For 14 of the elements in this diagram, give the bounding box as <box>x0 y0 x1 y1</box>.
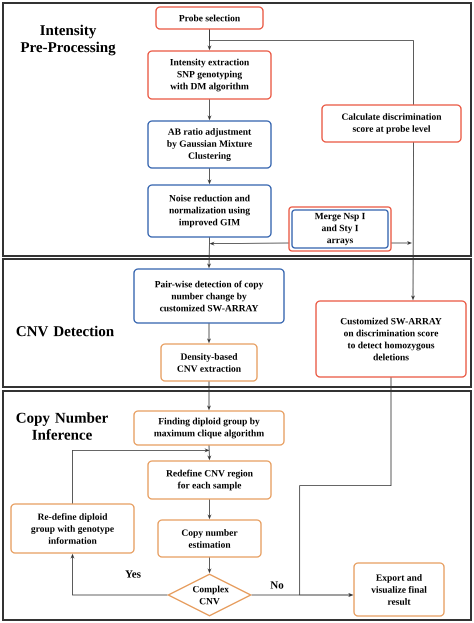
process-box: Customized SW-ARRAY on discrimination score to detect homozygous deletions <box>315 300 467 378</box>
process-box: Redefine CNV region for each sample <box>147 460 272 500</box>
process-box: AB ratio adjustment by Gaussian Mixture Clustering <box>147 120 272 169</box>
process-box: Intensity extraction SNP genotyping with DM algorithm <box>147 50 272 100</box>
process-box: Finding diploid group by maximum clique algorithm <box>133 410 285 446</box>
process-box: Export and visualize final result <box>353 562 445 617</box>
process-box: Calculate discrimination score at probe level <box>321 104 462 143</box>
merge-box: Merge Nsp I and Sty I arrays <box>288 206 392 252</box>
process-box: Re-define diploid group with genotype information <box>10 503 135 554</box>
process-box: Probe selection <box>155 6 264 30</box>
process-box: Noise reduction and normalization using improved GIM <box>147 184 272 238</box>
process-box: Copy number estimation <box>157 519 262 558</box>
process-box: Density-based CNV extraction <box>160 343 258 382</box>
process-box: Pair-wise detection of copy number change by customized SW-ARRAY <box>133 268 285 324</box>
